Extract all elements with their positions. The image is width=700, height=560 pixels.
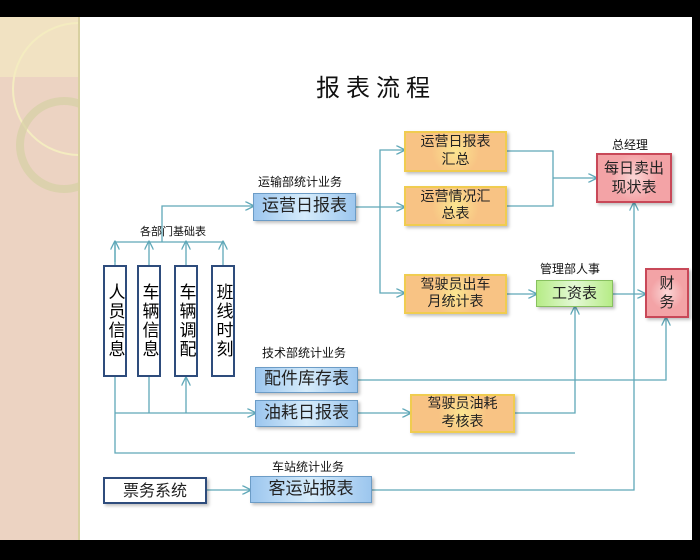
box-salary: 工资表	[536, 280, 613, 307]
decorative-strip	[0, 17, 80, 540]
base-table-dispatch: 车辆调配	[174, 265, 198, 377]
box-daily-ops: 运营日报表	[253, 193, 356, 221]
box-fuel-assessment: 驾驶员油耗考核表	[410, 394, 515, 433]
label-gm: 总经理	[612, 138, 649, 152]
box-daily-summary: 运营日报表汇总	[404, 131, 507, 172]
label-transport: 运输部统计业务	[258, 175, 343, 189]
box-parts-inventory: 配件库存表	[255, 367, 358, 393]
label-base-tables: 各部门基础表	[140, 225, 206, 238]
base-table-schedule: 班线时刻	[211, 265, 235, 377]
box-ticketing-system: 票务系统	[103, 477, 207, 504]
box-station-report: 客运站报表	[250, 476, 372, 503]
label-station: 车站统计业务	[272, 460, 345, 474]
box-driver-monthly: 驾驶员出车月统计表	[404, 274, 507, 314]
base-table-staff: 人员信息	[103, 265, 127, 377]
box-finance: 财务	[645, 268, 689, 318]
box-fuel-daily: 油耗日报表	[255, 400, 358, 427]
label-tech: 技术部统计业务	[262, 346, 347, 360]
label-hr: 管理部人事	[540, 262, 601, 276]
box-daily-sales: 每日卖出现状表	[596, 153, 672, 203]
box-ops-summary: 运营情况汇总表	[404, 186, 507, 226]
page-title: 报表流程	[316, 74, 436, 102]
base-table-vehicle: 车辆信息	[137, 265, 161, 377]
